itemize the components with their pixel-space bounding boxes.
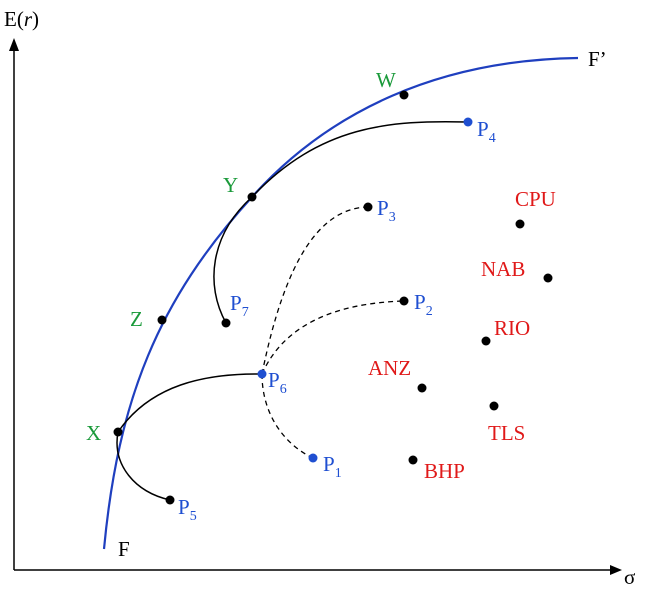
- label-rio: RIO: [494, 316, 530, 340]
- point-z: [157, 315, 167, 325]
- label-p2: P2: [414, 290, 433, 319]
- label-y: Y: [223, 173, 238, 197]
- stocks: CPU NAB RIO ANZ TLS BHP: [368, 187, 556, 483]
- curve-p6-p2: [261, 300, 405, 375]
- label-p5: P5: [178, 495, 197, 524]
- combination-curves: [116, 120, 469, 501]
- label-nab: NAB: [481, 257, 525, 281]
- point-p1: [308, 453, 318, 463]
- label-p6: P6: [268, 368, 287, 397]
- label-w: W: [376, 68, 396, 92]
- label-cpu: CPU: [515, 187, 556, 211]
- label-p7: P7: [230, 291, 249, 320]
- label-bhp: BHP: [424, 459, 465, 483]
- y-axis-label: E(r): [4, 7, 39, 31]
- curve-x-p6: [117, 373, 263, 433]
- curve-y-p7: [213, 196, 253, 324]
- dashed-combination-curves: [261, 206, 405, 459]
- label-x: X: [86, 421, 101, 445]
- label-p3: P3: [377, 196, 396, 225]
- label-anz: ANZ: [368, 356, 411, 380]
- label-z: Z: [130, 307, 143, 331]
- curve-x-p5: [116, 431, 171, 501]
- point-x: [113, 427, 123, 437]
- point-tls: [489, 401, 499, 411]
- frontier-start-label: F: [118, 537, 130, 561]
- portfolios: P1 P2 P3 P4 P5 P6 P7: [165, 117, 496, 524]
- frontier-points: W Y Z X: [86, 68, 409, 445]
- point-rio: [481, 336, 491, 346]
- point-p7: [221, 318, 231, 328]
- curve-p6-p1: [261, 373, 314, 459]
- point-anz: [417, 383, 427, 393]
- point-cpu: [515, 219, 525, 229]
- point-p4: [463, 117, 473, 127]
- point-p2: [399, 296, 409, 306]
- label-tls: TLS: [488, 421, 525, 445]
- point-w: [399, 90, 409, 100]
- x-axis-arrow-icon: [610, 565, 622, 575]
- label-p1: P1: [323, 452, 342, 481]
- y-axis-arrow-icon: [9, 38, 19, 51]
- point-p3: [363, 202, 373, 212]
- curve-y-p4: [251, 120, 469, 198]
- frontier-end-label: F’: [588, 47, 607, 71]
- label-p4: P4: [477, 117, 496, 146]
- point-nab: [543, 273, 553, 283]
- point-p5: [165, 495, 175, 505]
- x-axis-label: σ: [624, 565, 635, 589]
- curve-p6-p3: [261, 206, 369, 375]
- point-y: [247, 192, 257, 202]
- point-bhp: [408, 455, 418, 465]
- point-p6: [257, 369, 267, 379]
- axes: E(r) σ: [4, 7, 635, 589]
